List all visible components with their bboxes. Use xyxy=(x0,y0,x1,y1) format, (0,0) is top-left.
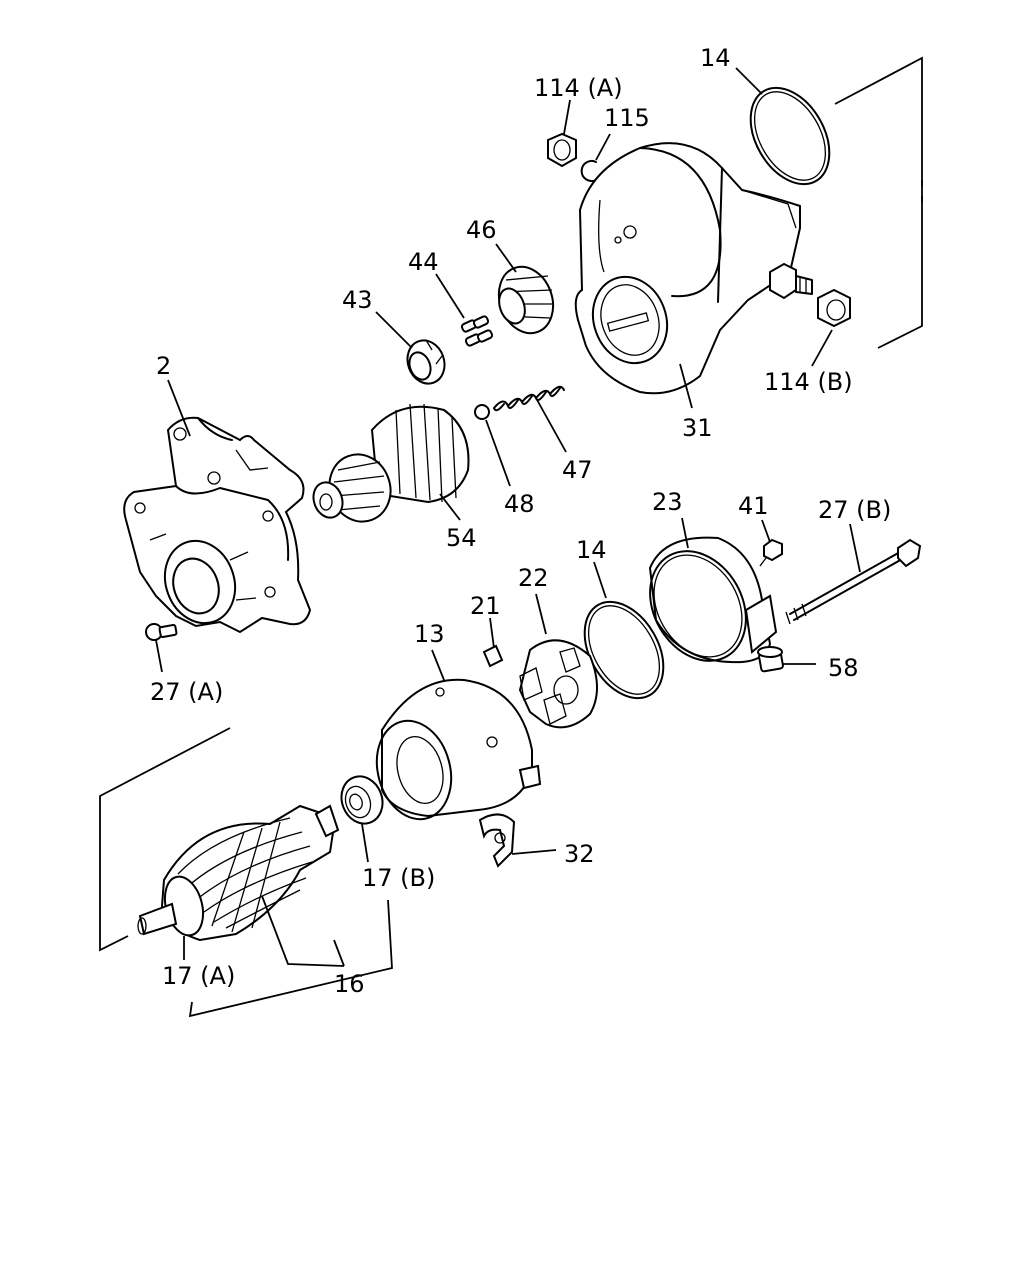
label-47: 47 xyxy=(562,456,593,484)
label-54: 54 xyxy=(446,524,477,552)
label-27b: 27 (B) xyxy=(818,496,891,524)
gear-46 xyxy=(497,265,555,335)
label-48: 48 xyxy=(504,490,535,518)
label-44: 44 xyxy=(408,248,439,276)
label-23: 23 xyxy=(652,488,683,516)
label-115: 115 xyxy=(604,104,650,132)
bracket-32 xyxy=(478,813,516,868)
brush-holder-22 xyxy=(518,639,598,729)
part-labels: 14 114 (A) 115 46 44 43 2 31 114 (B) 47 … xyxy=(150,44,891,998)
bearing-17b xyxy=(340,775,384,825)
end-frame-13 xyxy=(375,678,542,821)
pinion-clutch-54 xyxy=(312,403,470,523)
label-16: 16 xyxy=(334,970,365,998)
label-32: 32 xyxy=(564,840,595,868)
label-114a: 114 (A) xyxy=(534,74,623,102)
ball-48 xyxy=(474,404,490,420)
front-housing-2 xyxy=(123,416,312,634)
label-46: 46 xyxy=(466,216,497,244)
label-22: 22 xyxy=(518,564,549,592)
label-58: 58 xyxy=(828,654,859,682)
spring-47 xyxy=(493,385,565,412)
armature-16 xyxy=(137,804,340,942)
label-31: 31 xyxy=(682,414,713,442)
rollers-44 xyxy=(460,315,494,347)
label-17a: 17 (A) xyxy=(162,962,235,990)
label-41: 41 xyxy=(738,492,769,520)
label-43: 43 xyxy=(342,286,373,314)
label-27a: 27 (A) xyxy=(150,678,223,706)
label-2: 2 xyxy=(156,352,171,380)
leader-lines xyxy=(155,67,861,1018)
lower-group-bracket xyxy=(99,727,231,952)
label-13: 13 xyxy=(414,620,445,648)
terminal-bolt xyxy=(769,262,813,300)
brush-21 xyxy=(482,644,504,668)
o-ring-upper xyxy=(749,86,831,186)
clip-115 xyxy=(580,160,597,182)
housing-31 xyxy=(574,142,801,395)
bolt-41 xyxy=(759,538,783,567)
nut-114b xyxy=(817,288,851,328)
pin-58 xyxy=(757,646,784,673)
label-14-lower: 14 xyxy=(576,536,607,564)
upper-group-bracket xyxy=(834,56,923,349)
retainer-43 xyxy=(406,339,446,385)
nut-114a xyxy=(547,132,577,168)
screw-27a xyxy=(145,623,178,641)
yoke-23 xyxy=(648,536,778,664)
label-114b: 114 (B) xyxy=(764,368,853,396)
label-21: 21 xyxy=(470,592,501,620)
through-bolt-27b xyxy=(785,538,922,625)
label-17b: 17 (B) xyxy=(362,864,435,892)
label-14-upper: 14 xyxy=(700,44,731,72)
